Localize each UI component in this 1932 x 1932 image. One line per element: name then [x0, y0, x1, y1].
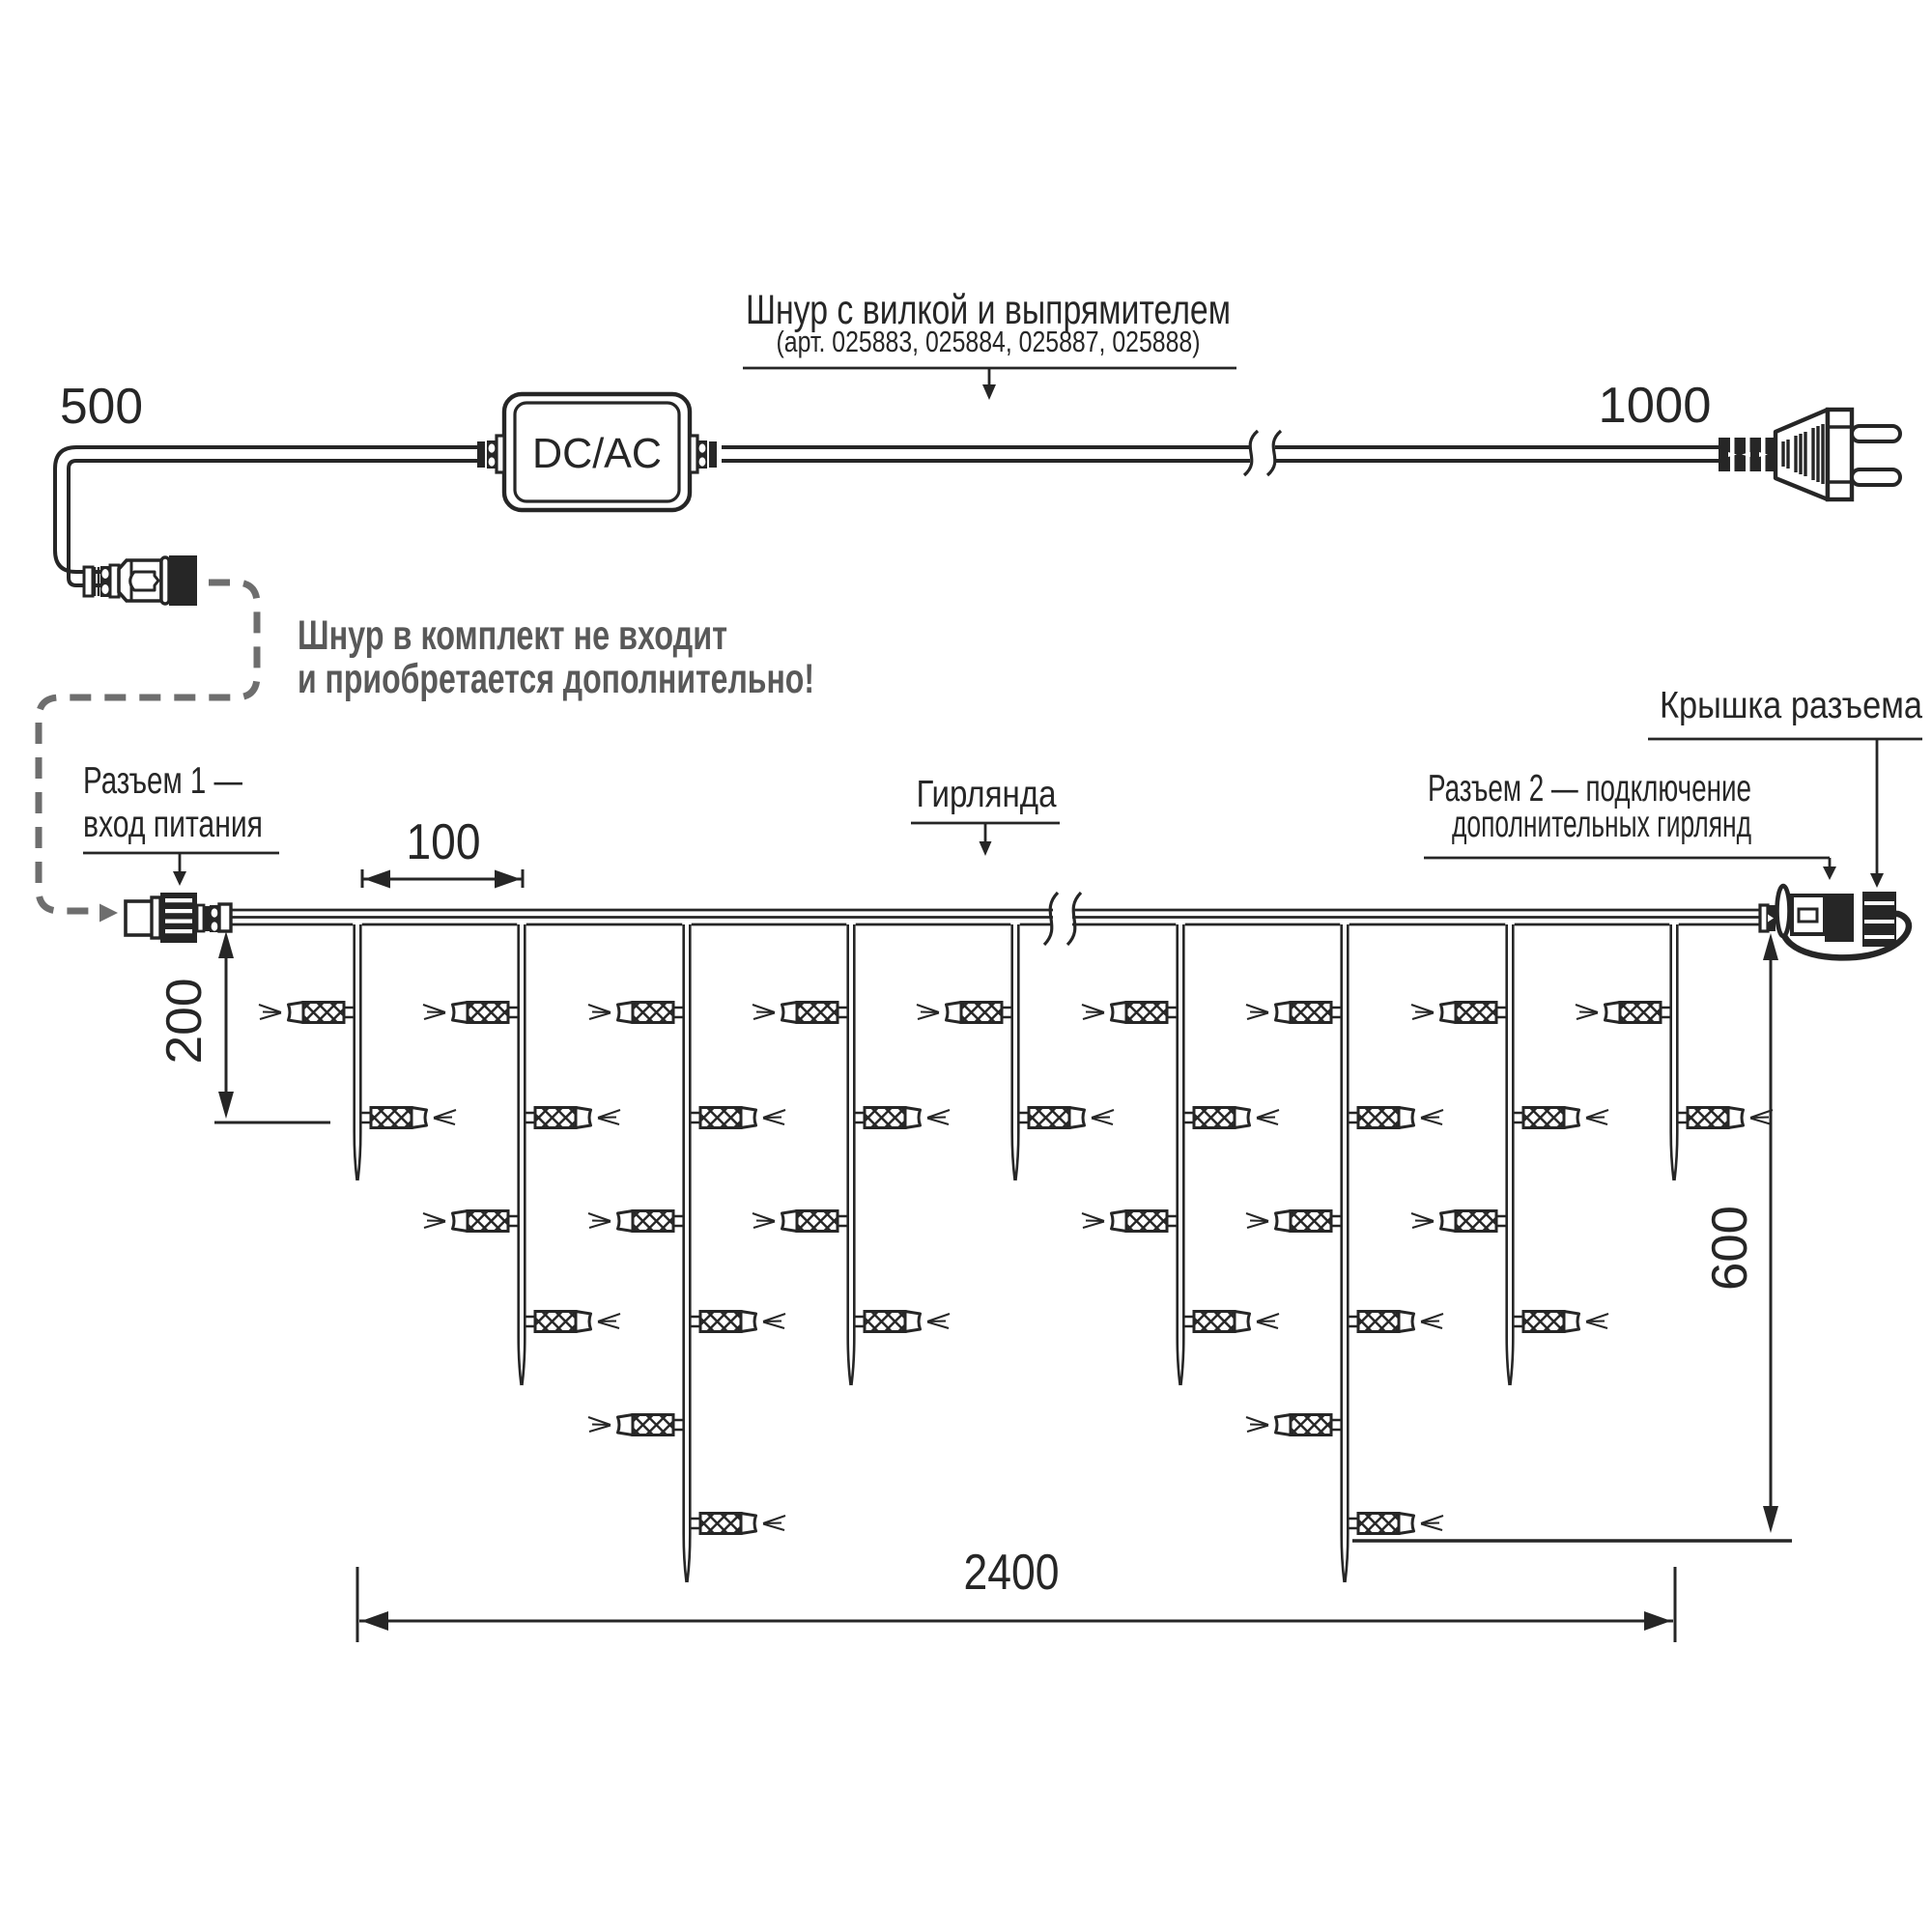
svg-text:Шнур в комплект не входит: Шнур в комплект не входит — [298, 612, 727, 659]
svg-text:200: 200 — [156, 979, 213, 1065]
svg-text:Разъем 2 — подключение: Разъем 2 — подключение — [1428, 768, 1751, 810]
svg-text:2400: 2400 — [964, 1545, 1060, 1601]
svg-text:100: 100 — [407, 814, 481, 870]
svg-text:(арт. 025883, 025884, 025887,: (арт. 025883, 025884, 025887, 025888) — [777, 325, 1201, 358]
svg-text:Крышка разъема: Крышка разъема — [1660, 685, 1922, 726]
svg-text:500: 500 — [60, 379, 143, 435]
svg-text:1000: 1000 — [1599, 378, 1712, 434]
svg-text:дополнительных гирлянд: дополнительных гирлянд — [1452, 804, 1751, 845]
svg-text:и приобретается дополнительно!: и приобретается дополнительно! — [298, 656, 814, 702]
svg-text:Шнур с вилкой и выпрямителем: Шнур с вилкой и выпрямителем — [746, 287, 1231, 333]
svg-text:вход питания: вход питания — [83, 804, 263, 845]
svg-text:DC/AC: DC/AC — [532, 430, 662, 477]
svg-text:Гирлянда: Гирлянда — [917, 774, 1057, 815]
svg-text:Разъем 1 —: Разъем 1 — — [83, 760, 242, 802]
svg-text:600: 600 — [1702, 1206, 1758, 1291]
